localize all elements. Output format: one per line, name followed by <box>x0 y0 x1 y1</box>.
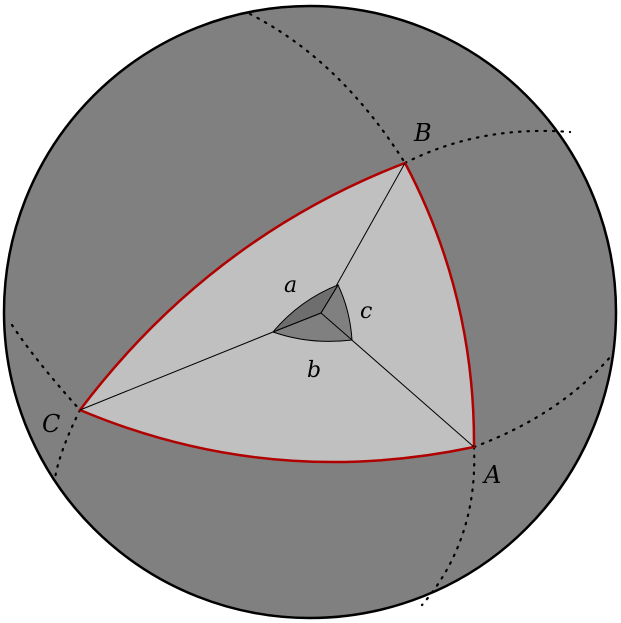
great-circle-through-c-lower <box>53 408 82 480</box>
wedge-edge-a <box>320 312 353 341</box>
great-circle-through-c-upper <box>10 323 82 412</box>
wedge-edge-c <box>272 312 322 333</box>
wedge-edge-b <box>320 284 339 314</box>
vertex-label-b: B <box>413 119 432 147</box>
great-circle-through-b-upper <box>248 12 407 165</box>
angle-label-b: b <box>307 358 321 383</box>
great-circle-through-a-lower <box>420 445 476 607</box>
angle-label-a: a <box>284 273 297 298</box>
vertex-label-a: A <box>482 461 501 489</box>
spherical-triangle <box>78 161 476 464</box>
angle-label-c: c <box>360 299 372 324</box>
great-circle-through-a-right <box>472 353 614 449</box>
vertex-label-c: C <box>42 410 60 438</box>
radius-to-c <box>79 331 274 411</box>
